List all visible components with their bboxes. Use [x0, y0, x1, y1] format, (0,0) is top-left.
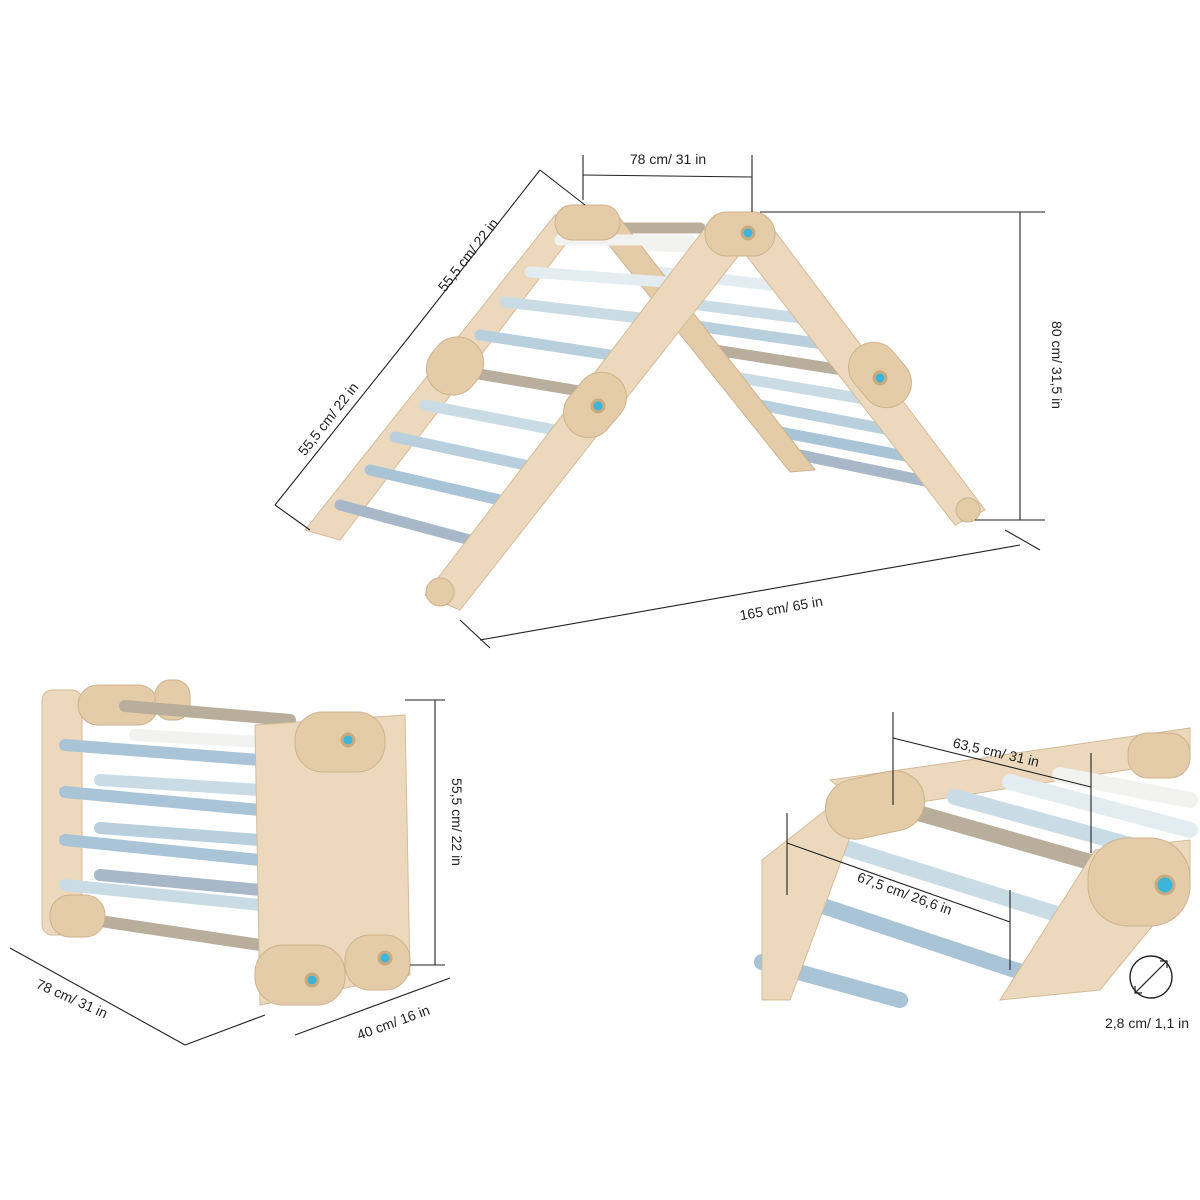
knob-icon	[377, 950, 393, 966]
knob-icon	[872, 370, 888, 386]
open-triangle-view: 78 cm/ 31 in 55,5 cm/ 22 in 55,5 cm/ 22 …	[274, 151, 1065, 649]
lower-leg-length-label: 55,5 cm/ 22 in	[295, 379, 362, 458]
cube-height-label: 55,5 cm/ 22 in	[449, 778, 465, 866]
rung-diameter-label: 2,8 cm/ 1,1 in	[1105, 1015, 1189, 1031]
cube-front-top-plate	[294, 711, 386, 773]
knob-icon	[340, 732, 356, 748]
rung-detail-view: 63,5 cm/ 31 in 67,5 cm/ 26,6 in 2,8 cm/ …	[754, 712, 1198, 1031]
cube-bottom-plate	[49, 894, 106, 938]
top-width-label: 78 cm/ 31 in	[630, 151, 706, 167]
cube-front-bottom-plate-right	[344, 934, 411, 991]
cube-front-bottom-plate	[254, 944, 346, 1006]
detail-dimension-lines	[786, 712, 1092, 970]
dimension-lines	[274, 155, 1045, 649]
folded-cube-view: 55,5 cm/ 22 in 78 cm/ 31 in 40 cm/ 16 in	[9, 679, 465, 1046]
detail-left-plate	[824, 770, 926, 840]
left-hinge-plate	[425, 336, 485, 396]
diameter-symbol-icon	[1129, 955, 1173, 999]
knob-icon	[740, 225, 756, 241]
upper-leg-length-label: 55,5 cm/ 22 in	[435, 215, 502, 294]
foot-star-icon	[425, 577, 455, 607]
cube-depth-label: 40 cm/ 16 in	[355, 1002, 432, 1043]
cube-rungs	[59, 700, 296, 951]
knob-icon	[304, 972, 320, 988]
base-length-label: 165 cm/ 65 in	[738, 593, 824, 623]
top-rear-plate	[554, 204, 621, 241]
cube-dimension-lines	[9, 699, 451, 1046]
detail-far-plate	[1127, 732, 1191, 779]
top-front-plate	[704, 211, 776, 257]
knob-icon	[1154, 874, 1176, 896]
detail-rungs	[754, 767, 1198, 1008]
detail-right-plate	[1087, 837, 1191, 927]
foot-star-icon	[955, 497, 981, 523]
knob-icon	[590, 398, 606, 414]
height-label: 80 cm/ 31,5 in	[1049, 321, 1065, 409]
